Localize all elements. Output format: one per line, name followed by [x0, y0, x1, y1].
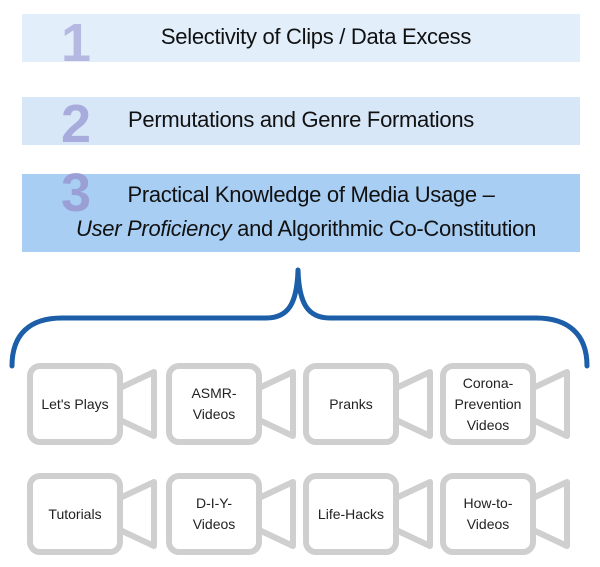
video-camera-icon: [27, 473, 157, 555]
step-3-number: 3: [61, 163, 92, 223]
category-label: Pranks: [329, 395, 373, 412]
video-camera-icon: [166, 363, 296, 445]
category-label: ASMR-Videos: [191, 385, 237, 422]
step-1-label: Selectivity of Clips / Data Excess: [160, 24, 472, 49]
step-3-label-emphasis: User Proficiency: [75, 216, 232, 241]
video-camera-icon: [303, 363, 433, 445]
video-camera-icon: [440, 473, 570, 555]
step-1-number: 1: [61, 13, 92, 73]
video-camera-icon: [303, 473, 433, 555]
step-3-label-line1: Practical Knowledge of Media Usage –: [127, 182, 495, 207]
step-3-label-rest: and Algorithmic Co-Constitution: [231, 216, 537, 241]
video-camera-icon: [27, 363, 157, 445]
category-label: Tutorials: [48, 505, 102, 522]
step-3-band: 3 Practical Knowledge of Media Usage – U…: [22, 166, 580, 252]
step-2-label: Permutations and Genre Formations: [128, 107, 474, 132]
curly-brace: [9, 267, 590, 369]
step-2-band: 2 Permutations and Genre Formations: [22, 97, 580, 151]
step-3-label-line2: User Proficiency and Algorithmic Co-Cons…: [22, 212, 580, 246]
step-2-number: 2: [61, 94, 92, 154]
category-label: Life-Hacks: [317, 505, 385, 522]
video-camera-icon: [166, 473, 296, 555]
category-label: How-to-Videos: [463, 495, 513, 532]
video-camera-icon: [440, 363, 570, 445]
step-3-label: Practical Knowledge of Media Usage – Use…: [22, 178, 580, 246]
step-1-band: 1 Selectivity of Clips / Data Excess: [22, 14, 580, 70]
category-label: D-I-Y-Videos: [192, 495, 236, 532]
category-label: Let's Plays: [41, 395, 109, 412]
